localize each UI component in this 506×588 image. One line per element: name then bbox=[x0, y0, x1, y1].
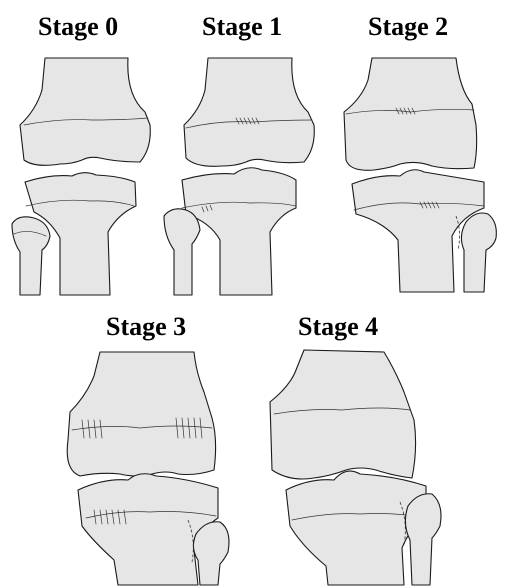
stage-4-femur bbox=[270, 350, 416, 479]
stage-4-fibula bbox=[405, 494, 441, 585]
